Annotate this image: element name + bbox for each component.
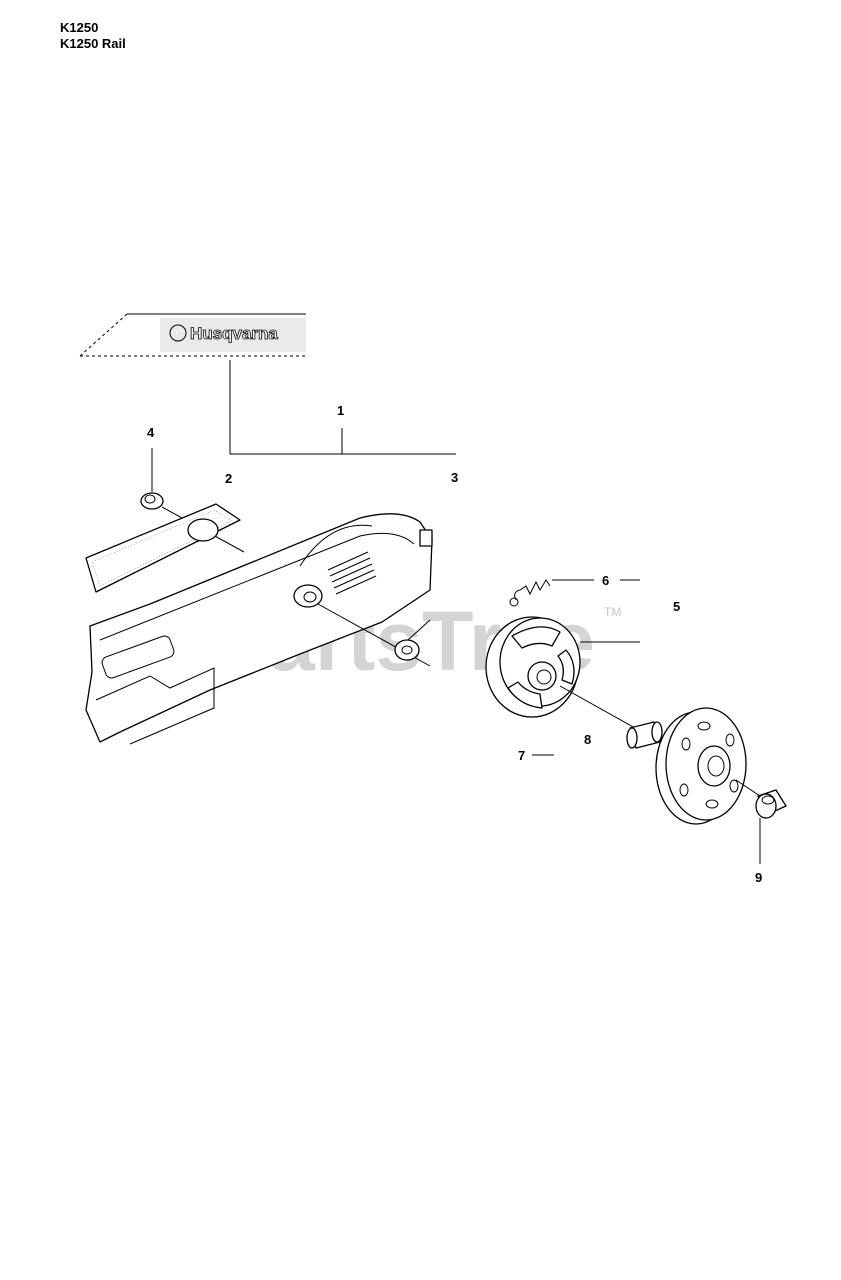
cover-tab [419,529,433,547]
clutch-bore [536,669,552,685]
nut-hole [144,494,156,504]
cover-lower-ridge [95,667,215,745]
callout-3[interactable]: 3 [451,470,458,485]
watermark-trademark: TM [604,605,621,619]
needle-bearing-part[interactable] [626,721,663,749]
sleeve-top [761,795,775,805]
washer-part[interactable] [317,603,431,667]
clutch-shoe-right [557,649,575,685]
decal-left-edge [79,313,128,357]
leader-drum-axis [735,779,761,797]
callout-5[interactable]: 5 [673,599,680,614]
drum-vent-holes [679,721,739,809]
cover-top-ridge [99,532,415,641]
husqvarna-crown-icon [169,324,187,342]
cover-vent-grille [327,551,377,595]
callout-9[interactable]: 9 [755,870,762,885]
callout-1[interactable]: 1 [337,403,344,418]
sleeve-face [755,793,777,819]
clutch-part[interactable] [485,616,661,743]
decal-brand-logo: Husqvarna [190,324,278,343]
spring-part[interactable] [509,579,640,607]
decal-part[interactable]: Husqvarna [79,313,306,357]
model-title-k1250-rail: K1250 Rail [60,36,126,51]
drum-hub [697,745,731,787]
felt-strip-part[interactable] [85,503,241,593]
sleeve-part[interactable] [755,789,787,864]
clutch-drum-part[interactable] [655,707,761,825]
leader-washer-right [407,619,431,641]
clutch-shoe-top [511,626,561,649]
cover-outline [85,513,433,743]
cover-boss [293,584,323,608]
bearing-end-left [626,727,638,749]
callout-8[interactable]: 8 [584,732,591,747]
washer-hole [401,645,413,655]
cover-slot [101,635,175,679]
callout-7[interactable]: 7 [518,748,525,763]
nut-body [140,492,164,510]
belt-guard-cover-part[interactable] [85,513,433,745]
callout-bracket [229,360,456,455]
spring-coil [514,579,551,601]
cover-boss-hole [303,591,317,603]
decal-logo-band [160,318,306,352]
drum-bore [707,755,725,777]
callout-4[interactable]: 4 [147,425,155,440]
clutch-shoe-bottom [507,681,543,709]
clutch-hub [527,661,557,691]
washer-body [394,639,420,661]
bearing-end-right [651,721,663,743]
callout-6[interactable]: 6 [602,573,609,588]
spring-hook [509,597,519,607]
model-title-k1250: K1250 [60,20,99,35]
felt-strip-hole [187,518,219,542]
felt-strip-texture [91,509,233,587]
cover-arc [299,524,373,567]
callout-2[interactable]: 2 [225,471,232,486]
